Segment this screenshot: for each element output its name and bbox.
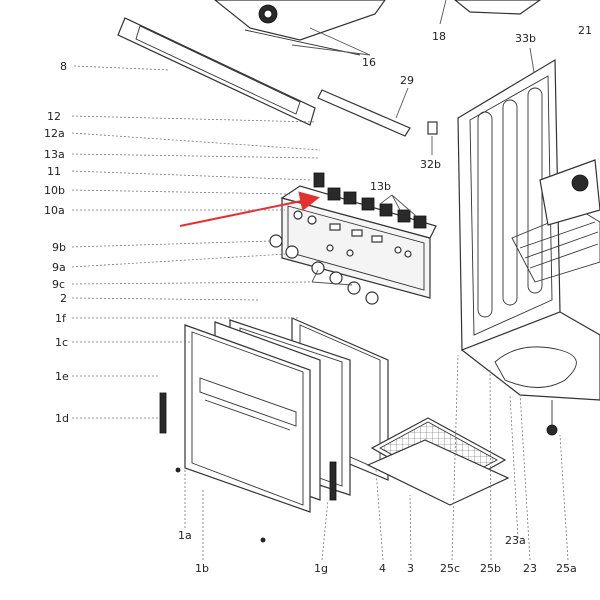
label-32b: 32b	[420, 158, 441, 171]
label-25c: 25c	[440, 562, 460, 575]
label-21: 21	[578, 24, 592, 37]
label-1c: 1c	[55, 336, 68, 349]
label-13b: 13b	[370, 180, 391, 193]
label-12: 12	[47, 110, 61, 123]
label-9c: 9c	[52, 278, 65, 291]
bar-part-29	[317, 89, 438, 137]
label-12a: 12a	[44, 127, 65, 140]
label-1d: 1d	[55, 412, 69, 425]
label-10b: 10b	[44, 184, 65, 197]
label-3: 3	[407, 562, 414, 575]
label-13a: 13a	[44, 148, 65, 161]
label-1b: 1b	[195, 562, 209, 575]
label-29: 29	[400, 74, 414, 87]
label-11: 11	[47, 165, 61, 178]
top-right-part-18	[454, 0, 542, 15]
knobs	[269, 234, 379, 305]
part-labels: 8 12 12a 13a 11 10b 10a 9b 9a 9c 2 1f 1c…	[44, 24, 592, 575]
label-8: 8	[60, 60, 67, 73]
grill-tray	[366, 417, 510, 506]
oven-main-door	[159, 324, 311, 513]
label-25b: 25b	[480, 562, 501, 575]
label-1e: 1e	[55, 370, 69, 383]
label-2: 2	[60, 292, 67, 305]
label-18: 18	[432, 30, 446, 43]
label-9a: 9a	[52, 261, 66, 274]
oven-rack-shelf	[511, 159, 600, 283]
label-4: 4	[379, 562, 386, 575]
top-fan-assembly	[214, 0, 386, 56]
label-23: 23	[523, 562, 537, 575]
oven-cavity-body	[457, 58, 600, 436]
label-16: 16	[362, 56, 376, 69]
label-25a: 25a	[556, 562, 577, 575]
control-panel	[280, 185, 437, 299]
top-panel-part-8	[117, 17, 316, 126]
red-pointer-arrow	[179, 191, 320, 227]
label-23a: 23a	[505, 534, 526, 547]
label-10a: 10a	[44, 204, 65, 217]
switch-block-13b	[313, 172, 427, 229]
label-1a: 1a	[178, 529, 192, 542]
label-1f: 1f	[55, 312, 67, 325]
label-9b: 9b	[52, 241, 66, 254]
label-33b: 33b	[515, 32, 536, 45]
label-1g: 1g	[314, 562, 328, 575]
leader-lines	[71, 0, 569, 561]
